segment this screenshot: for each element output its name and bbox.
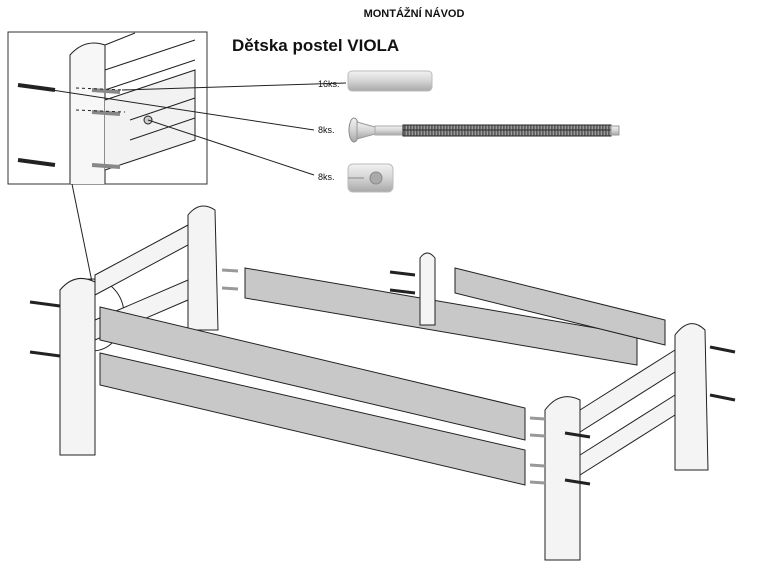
dowel-icon — [347, 70, 433, 92]
headboard-back-post — [187, 205, 219, 331]
headboard-slat — [94, 224, 189, 296]
front-rail-lower — [99, 352, 526, 486]
bolt-icon — [348, 117, 620, 143]
bolts — [29, 270, 736, 486]
center-support — [419, 252, 436, 326]
back-rail-right — [454, 267, 666, 346]
instructions-heading: MONTÁŽNÍ NÁVOD — [363, 8, 465, 20]
footboard-front-post — [544, 396, 581, 561]
barrel-nut-quantity: 8ks. — [318, 172, 335, 182]
back-rail — [244, 267, 638, 366]
bolt-leader-line — [51, 89, 315, 131]
headboard-front-post — [59, 277, 96, 456]
inset-leader-line — [71, 183, 93, 283]
product-title: Dětska postel VIOLA — [232, 36, 400, 55]
dowels — [221, 268, 546, 485]
dowel-leader-line — [121, 82, 347, 91]
bolt-quantity: 8ks. — [318, 125, 335, 135]
bed-frame — [29, 205, 736, 561]
barrel-nut-leader-line — [147, 119, 315, 176]
detail-inset — [7, 31, 208, 185]
barrel-nut-icon — [347, 163, 394, 193]
front-rail-upper — [99, 306, 526, 441]
footboard-back-post — [674, 323, 709, 471]
